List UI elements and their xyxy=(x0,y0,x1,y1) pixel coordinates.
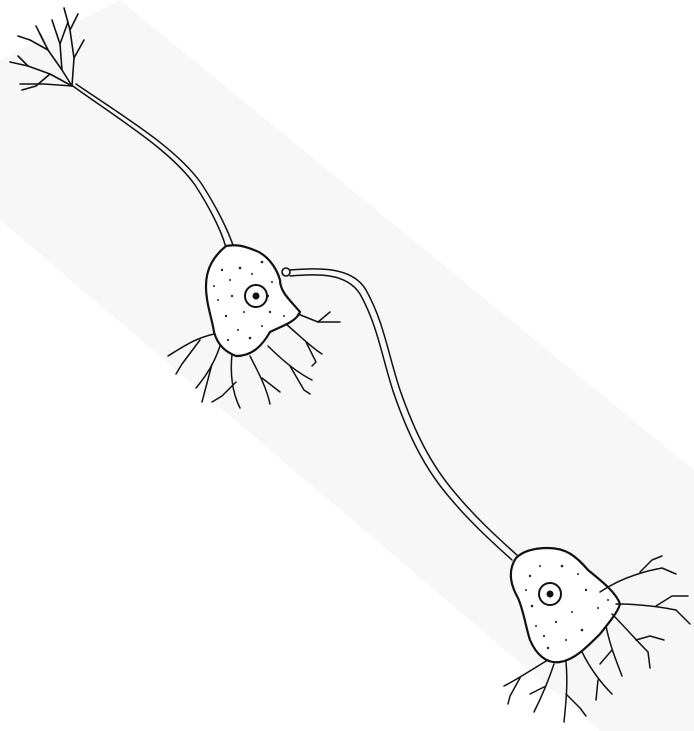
upper-axon-terminal xyxy=(282,268,290,276)
upper-nucleolus xyxy=(253,293,260,300)
lower-nucleolus xyxy=(547,591,554,598)
